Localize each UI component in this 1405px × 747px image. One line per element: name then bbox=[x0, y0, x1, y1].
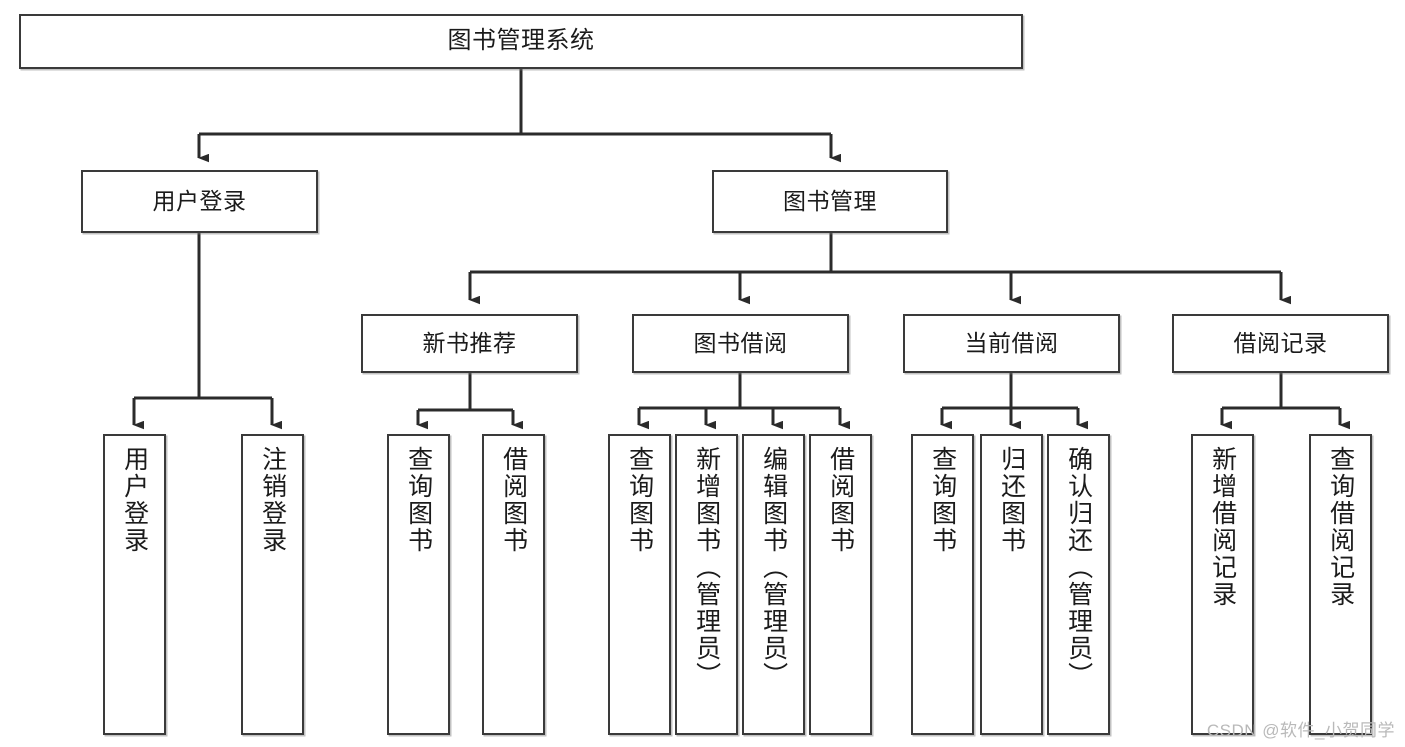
node-leaf-add-book[interactable]: 新增图书（管理员） bbox=[675, 434, 738, 735]
node-borrow-record[interactable]: 借阅记录 bbox=[1172, 314, 1389, 373]
node-label: 用户登录 bbox=[152, 187, 247, 214]
watermark-text: CSDN @软件_小贺同学 bbox=[1206, 721, 1395, 740]
node-leaf-user-login[interactable]: 用户登录 bbox=[103, 434, 166, 735]
node-label: 新增图书（管理员） bbox=[692, 446, 721, 689]
node-label: 新增借阅记录 bbox=[1208, 446, 1237, 608]
node-label: 查询图书 bbox=[928, 446, 957, 554]
node-label: 借阅图书 bbox=[826, 446, 855, 554]
node-leaf-query-book-3[interactable]: 查询图书 bbox=[911, 434, 974, 735]
node-leaf-borrow-book-2[interactable]: 借阅图书 bbox=[809, 434, 872, 735]
node-leaf-logout-login[interactable]: 注销登录 bbox=[241, 434, 304, 735]
node-leaf-query-book-2[interactable]: 查询图书 bbox=[608, 434, 671, 735]
node-leaf-query-record[interactable]: 查询借阅记录 bbox=[1309, 434, 1372, 735]
node-label: 借阅图书 bbox=[499, 446, 528, 554]
node-label: 用户登录 bbox=[120, 446, 149, 554]
node-leaf-add-record[interactable]: 新增借阅记录 bbox=[1191, 434, 1254, 735]
node-book-management[interactable]: 图书管理 bbox=[712, 170, 948, 233]
node-label: 查询图书 bbox=[625, 446, 654, 554]
node-leaf-borrow-book-1[interactable]: 借阅图书 bbox=[482, 434, 545, 735]
node-root-system[interactable]: 图书管理系统 bbox=[19, 14, 1023, 69]
node-label: 查询图书 bbox=[404, 446, 433, 554]
node-label: 图书管理 bbox=[783, 187, 877, 214]
node-leaf-return-book[interactable]: 归还图书 bbox=[980, 434, 1043, 735]
node-user-login[interactable]: 用户登录 bbox=[81, 170, 318, 233]
node-label: 确认归还（管理员） bbox=[1064, 446, 1093, 689]
node-label: 归还图书 bbox=[997, 446, 1026, 554]
node-leaf-query-book-1[interactable]: 查询图书 bbox=[387, 434, 450, 735]
node-leaf-edit-book[interactable]: 编辑图书（管理员） bbox=[742, 434, 805, 735]
node-label: 查询借阅记录 bbox=[1326, 446, 1355, 608]
node-label: 当前借阅 bbox=[964, 329, 1059, 356]
node-current-borrow[interactable]: 当前借阅 bbox=[903, 314, 1120, 373]
node-label: 注销登录 bbox=[258, 446, 287, 554]
node-leaf-confirm-return[interactable]: 确认归还（管理员） bbox=[1047, 434, 1110, 735]
node-label: 新书推荐 bbox=[422, 329, 517, 356]
node-label: 图书借阅 bbox=[693, 329, 788, 356]
node-new-book-recommend[interactable]: 新书推荐 bbox=[361, 314, 578, 373]
node-label: 图书管理系统 bbox=[447, 27, 595, 55]
node-label: 编辑图书（管理员） bbox=[759, 446, 788, 689]
node-label: 借阅记录 bbox=[1233, 329, 1328, 356]
node-book-borrow[interactable]: 图书借阅 bbox=[632, 314, 849, 373]
